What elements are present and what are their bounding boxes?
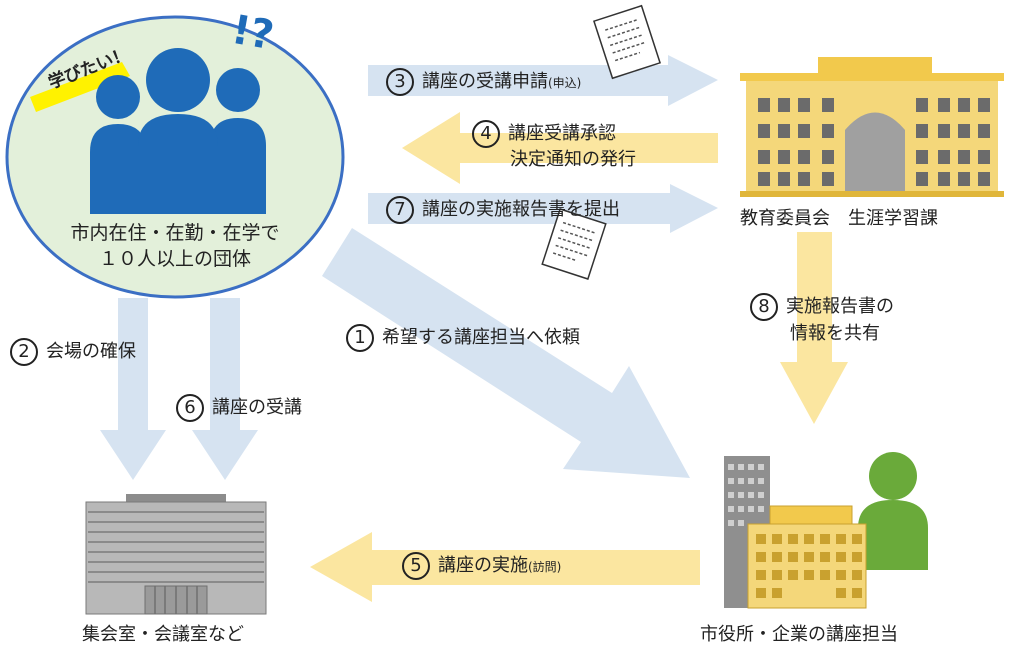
group-line-1: 市内在住・在勤・在学で bbox=[70, 222, 280, 244]
step-3-label: 3 講座の受講申請(申込) bbox=[386, 68, 581, 96]
step-6-number: 6 bbox=[176, 394, 204, 422]
step-3-number: 3 bbox=[386, 68, 414, 96]
arrow-7 bbox=[368, 184, 718, 233]
step-4-line-2-wrap: 決定通知の発行 bbox=[510, 148, 636, 172]
board-caption: 教育委員会 生涯学習課 bbox=[740, 208, 938, 229]
step-3-note: (申込) bbox=[548, 76, 582, 90]
step-4-line-1: 講座受講承認 bbox=[508, 123, 616, 144]
provider-caption: 市役所・企業の講座担当 bbox=[700, 624, 898, 645]
step-8-line-2: 情報を共有 bbox=[790, 323, 880, 344]
step-2-label: 2 会場の確保 bbox=[10, 338, 136, 366]
venue-caption: 集会室・会議室など bbox=[82, 624, 244, 645]
step-5-number: 5 bbox=[402, 552, 430, 580]
step-2-number: 2 bbox=[10, 338, 38, 366]
group-description: 市内在住・在勤・在学で １０人以上の団体 bbox=[40, 220, 310, 272]
step-1-text: 希望する講座担当へ依頼 bbox=[382, 327, 580, 348]
arrow-1 bbox=[322, 228, 690, 478]
arrow-8 bbox=[780, 232, 848, 424]
step-5-text: 講座の実施 bbox=[438, 555, 528, 576]
arrow-5 bbox=[310, 532, 700, 602]
step-3-text: 講座の受講申請 bbox=[422, 71, 548, 92]
people-icon bbox=[90, 48, 266, 214]
step-4-label: 4 講座受講承認 bbox=[472, 120, 616, 148]
step-1-number: 1 bbox=[346, 324, 374, 352]
document-icon-3 bbox=[593, 4, 661, 80]
arrow-2 bbox=[100, 298, 166, 480]
step-1-label: 1 希望する講座担当へ依頼 bbox=[346, 324, 580, 352]
venue-building-icon bbox=[85, 494, 267, 615]
group-line-2: １０人以上の団体 bbox=[98, 248, 251, 270]
step-4-line-2: 決定通知の発行 bbox=[510, 149, 636, 170]
exclaim-mark: !? bbox=[228, 6, 278, 60]
arrow-4 bbox=[402, 112, 718, 184]
provider-building-icon bbox=[724, 452, 928, 609]
step-5-note: (訪問) bbox=[528, 560, 562, 574]
arrow-6 bbox=[192, 298, 258, 480]
speech-highlight bbox=[30, 62, 130, 112]
step-8-line-1: 実施報告書の bbox=[786, 296, 894, 317]
step-8-number: 8 bbox=[750, 293, 778, 321]
step-8-line-2-wrap: 情報を共有 bbox=[790, 322, 880, 346]
step-7-text: 講座の実施報告書を提出 bbox=[422, 199, 620, 220]
step-2-text: 会場の確保 bbox=[46, 341, 136, 362]
step-5-label: 5 講座の実施(訪問) bbox=[402, 552, 561, 580]
step-8-label: 8 実施報告書の bbox=[750, 293, 894, 321]
step-6-text: 講座の受講 bbox=[212, 397, 302, 418]
step-4-number: 4 bbox=[472, 120, 500, 148]
step-7-label: 7 講座の実施報告書を提出 bbox=[386, 196, 620, 224]
step-6-label: 6 講座の受講 bbox=[176, 394, 302, 422]
document-icon-7 bbox=[541, 208, 607, 280]
step-7-number: 7 bbox=[386, 196, 414, 224]
board-building-icon bbox=[740, 57, 1004, 197]
